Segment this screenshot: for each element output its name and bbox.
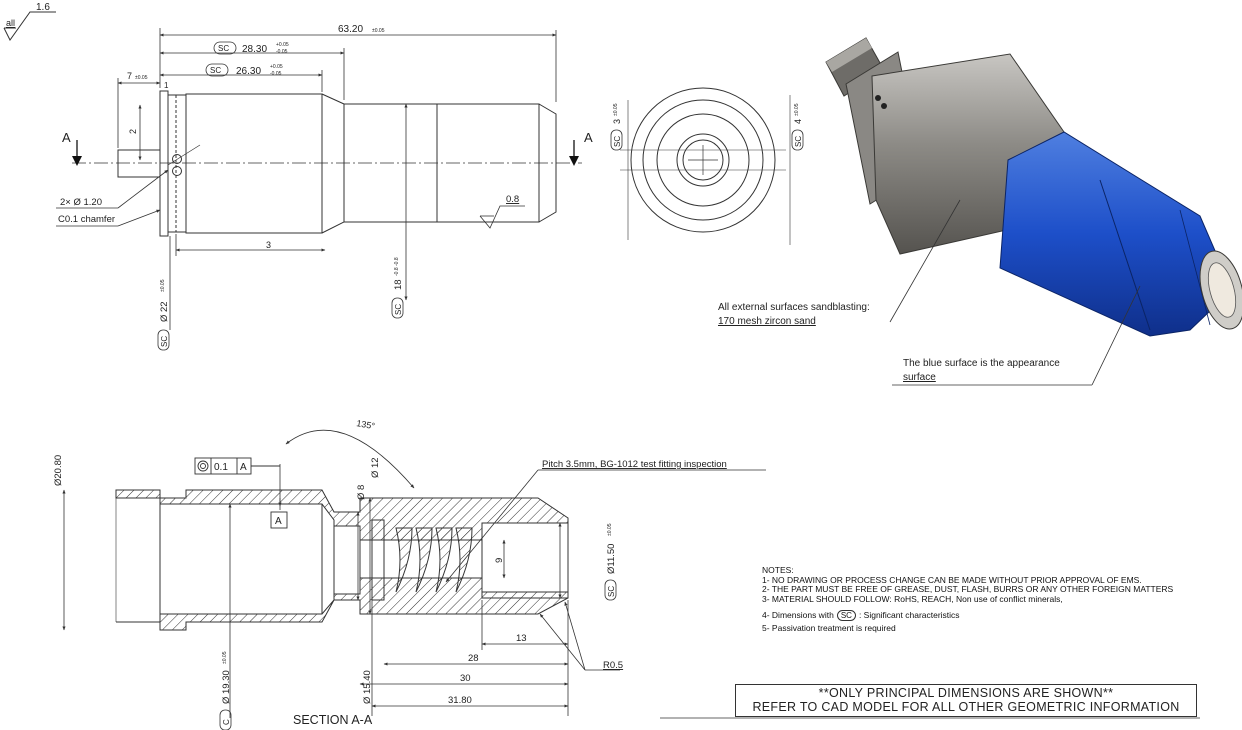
dim-d1150-group: SC Ø11.50 ±0.05 — [604, 523, 617, 601]
dim-len-3: 3 — [266, 240, 271, 250]
dim-flange-tol: ±0.05 — [135, 75, 148, 81]
end-view — [620, 87, 791, 245]
dim-d1540: Ø 15.40 — [362, 670, 373, 704]
blue-surface-note-line1: The blue surface is the appearance — [903, 358, 1060, 369]
dim-d1930-tol: ±0.05 — [222, 651, 228, 664]
dim-overall-tol: ±0.05 — [372, 28, 385, 34]
dim-d1930-sc: C — [222, 719, 231, 725]
dim-d1150: Ø11.50 — [606, 544, 617, 574]
dim-l30: 30 — [460, 673, 471, 684]
dim-sc3-tol: ±0.05 — [613, 103, 619, 116]
notes-heading: NOTES: — [762, 565, 794, 575]
notes-block: NOTES: 1- NO DRAWING OR PROCESS CHANGE C… — [762, 565, 1174, 634]
section-letter-right: A — [584, 130, 593, 145]
dim-l3180: 31.80 — [448, 695, 472, 706]
top-view-dimension-lines — [56, 28, 557, 330]
dim-dia18-group: SC 18 -0.8 -0.8 — [391, 257, 404, 319]
note-4-prefix: 4- Dimensions with — [762, 610, 834, 620]
roughness-value: 1.6 — [36, 2, 50, 13]
dim-dia22-group: SC Ø 22 ±0.05 — [157, 279, 170, 351]
roughness-08: 0.8 — [506, 194, 519, 205]
note-2: 2- THE PART MUST BE FREE OF GREASE, DUST… — [762, 584, 1174, 594]
dim-sc3-group: SC 3 ±0.05 — [610, 103, 623, 151]
section-angle: 135° — [356, 418, 376, 431]
note-4-sc-badge: SC — [836, 610, 856, 621]
dim-dia22: Ø 22 — [159, 301, 170, 322]
note-4-suffix: : Significant characteristics — [858, 610, 960, 620]
section-title: SECTION A-A — [293, 713, 373, 727]
footer-line2: REFER TO CAD MODEL FOR ALL OTHER GEOMETR… — [752, 700, 1180, 714]
dim-l28: 28 — [468, 653, 479, 664]
section-letter-left: A — [62, 130, 71, 145]
dim-sc4-tol: ±0.05 — [794, 103, 800, 116]
sandblast-note-line2: 170 mesh zircon sand — [718, 316, 816, 327]
dim-d1930: Ø 19.30 — [221, 670, 232, 704]
note-5: 5- Passivation treatment is required — [762, 623, 896, 633]
dim-d1150-tol: ±0.05 — [607, 523, 613, 536]
dim-dia18: 18 — [393, 279, 404, 290]
note-3: 3- MATERIAL SHOULD FOLLOW: RoHS, REACH, … — [762, 593, 1063, 604]
section-pitch-note: Pitch 3.5mm, BG-1012 test fitting inspec… — [542, 459, 727, 470]
blue-surface-note-line2: surface — [903, 372, 936, 383]
dim-sc1-tol-upper: +0.05 — [276, 42, 289, 48]
datum-box-label: A — [275, 516, 282, 527]
sc-badge-1 — [213, 41, 237, 55]
dim-chamfer: C0.1 chamfer — [58, 214, 115, 225]
sandblast-note-line1: All external surfaces sandblasting: — [718, 302, 870, 313]
sc-badge-2 — [205, 63, 229, 77]
dim-d8: Ø 8 — [356, 485, 367, 500]
dim-overall: 63.20 — [338, 24, 363, 35]
dim-d12: Ø 12 — [370, 457, 381, 478]
section-arrow-right — [569, 140, 579, 166]
roughness-symbol — [3, 11, 56, 41]
dim-holes: 2× Ø 1.20 — [60, 197, 102, 208]
model-leaders — [889, 199, 1141, 386]
dim-l13: 13 — [516, 633, 527, 644]
dim-sc3-badge: SC — [613, 136, 622, 147]
dim-dia22-tol: ±0.05 — [160, 279, 166, 292]
dim-r05: R0.5 — [603, 660, 623, 671]
section-arrow-left — [72, 140, 82, 166]
dim-sc1-tol-lower: -0.05 — [276, 49, 288, 55]
dim-sc4-badge: SC — [794, 136, 803, 147]
dim-sc1: 28.30 — [242, 44, 267, 55]
dim-d1930-group: C Ø 19.30 ±0.05 — [219, 651, 232, 730]
principal-dimensions-box: **ONLY PRINCIPAL DIMENSIONS ARE SHOWN** … — [735, 684, 1197, 717]
footer-line1: **ONLY PRINCIPAL DIMENSIONS ARE SHOWN** — [818, 686, 1114, 700]
dim-sc4-group: SC 4 ±0.05 — [791, 103, 804, 151]
dim-sc2-tol-upper: +0.05 — [270, 64, 283, 70]
sc-badge-2-text: SC — [210, 66, 221, 75]
dim-sc4: 4 — [793, 119, 803, 124]
gdt-frame — [194, 457, 288, 529]
section-view — [115, 489, 569, 631]
dim-d1150-sc: SC — [607, 586, 616, 597]
dim-dia18-tol: -0.8 -0.8 — [394, 257, 400, 276]
roughness-all-label: all — [6, 18, 15, 28]
gdt-datum: A — [240, 462, 247, 473]
dim-flange: 7 — [127, 71, 132, 81]
dim-d2080: Ø20.80 — [53, 455, 64, 486]
dim-small-1: 1 — [164, 81, 169, 90]
dim-dia22-sc: SC — [160, 336, 169, 347]
gdt-value: 0.1 — [214, 462, 228, 473]
3d-model — [825, 37, 1242, 337]
note-1: 1- NO DRAWING OR PROCESS CHANGE CAN BE M… — [762, 574, 1142, 585]
section-dimension-lines — [62, 429, 766, 718]
dim-dia18-sc: SC — [394, 304, 403, 315]
dim-sc2: 26.30 — [236, 66, 261, 77]
sc-badge-1-text: SC — [218, 44, 229, 53]
dim-sc3: 3 — [612, 119, 622, 124]
dim-sc2-tol-lower: -0.05 — [270, 71, 282, 77]
dim-height-2: 2 — [128, 129, 138, 134]
top-view — [72, 90, 582, 237]
dim-nine: 9 — [494, 558, 505, 563]
